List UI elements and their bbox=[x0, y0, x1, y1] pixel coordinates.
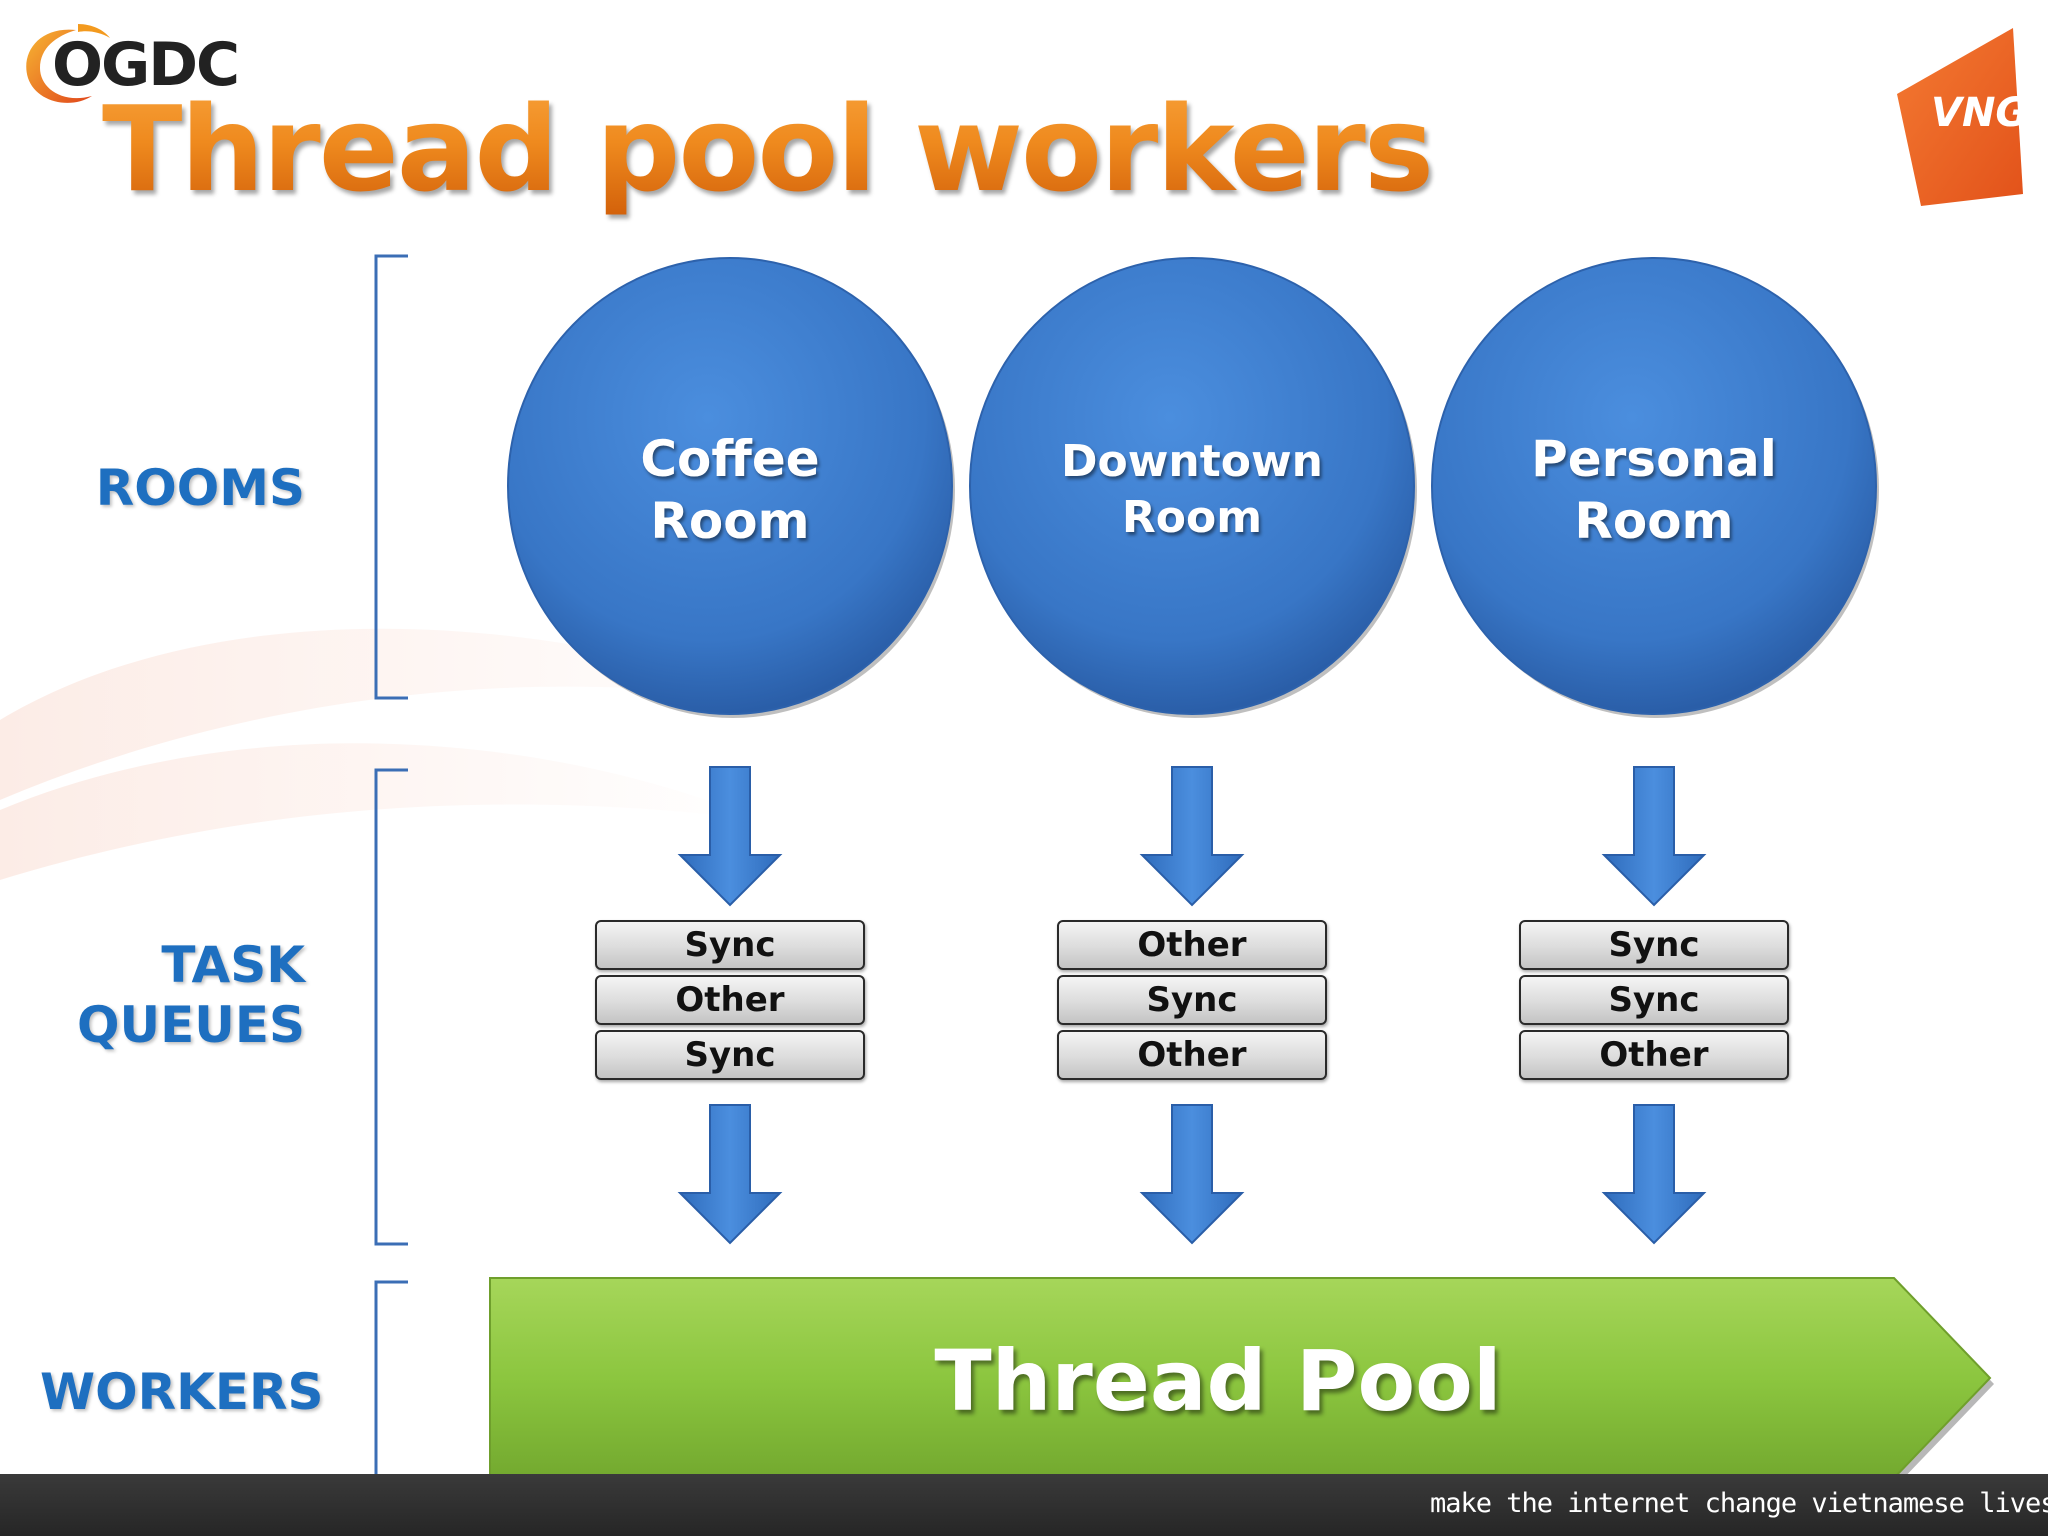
room-column-coffee: Coffee Room Sync Other Sync bbox=[500, 250, 960, 1250]
task-queue: Sync Other Sync bbox=[595, 920, 865, 1085]
task-queues-label-line2: QUEUES bbox=[76, 996, 305, 1054]
down-arrow-icon bbox=[1601, 1104, 1707, 1245]
down-arrow-icon bbox=[1601, 766, 1707, 907]
room-column-personal: Personal Room Sync Sync Other bbox=[1424, 250, 1884, 1250]
vng-logo: VNG bbox=[1895, 18, 2030, 208]
rooms-label: ROOMS bbox=[95, 459, 305, 517]
queue-item: Other bbox=[1057, 1030, 1327, 1080]
queue-item: Other bbox=[1057, 920, 1327, 970]
queue-item: Sync bbox=[1519, 920, 1789, 970]
queue-item: Other bbox=[1519, 1030, 1789, 1080]
room-circle bbox=[507, 257, 955, 718]
slide-title: Thread pool workers bbox=[102, 80, 1434, 218]
task-queues-bracket bbox=[374, 768, 408, 1246]
down-arrow-icon bbox=[677, 1104, 783, 1245]
room-column-downtown: Downtown Room Other Sync Other bbox=[962, 250, 1422, 1250]
room-label: Personal Room bbox=[1424, 428, 1884, 552]
room-label-line1: Downtown bbox=[1061, 436, 1323, 487]
workers-bracket bbox=[374, 1280, 408, 1484]
down-arrow-icon bbox=[1139, 1104, 1245, 1245]
ogdc-logo-text: OGDC bbox=[52, 30, 240, 100]
room-label-line1: Coffee bbox=[640, 430, 820, 488]
room-circle bbox=[969, 257, 1417, 718]
queue-item: Sync bbox=[1057, 975, 1327, 1025]
task-queues-label-line1: TASK bbox=[161, 936, 305, 994]
vng-logo-text: VNG bbox=[1931, 90, 2029, 136]
ogdc-logo: OGDC bbox=[18, 18, 248, 108]
footer-bar: make the internet change vietnamese live… bbox=[0, 1474, 2048, 1536]
vng-flag-icon bbox=[1897, 28, 2023, 206]
queue-item: Sync bbox=[595, 1030, 865, 1080]
brackets bbox=[374, 254, 408, 1484]
queue-item: Other bbox=[595, 975, 865, 1025]
room-label-line1: Personal bbox=[1531, 430, 1777, 488]
ogdc-swirl-icon bbox=[26, 24, 110, 103]
workers-label: WORKERS bbox=[40, 1363, 324, 1421]
task-queue: Other Sync Other bbox=[1057, 920, 1327, 1085]
task-queues-label: TASK QUEUES bbox=[60, 935, 305, 1055]
room-label: Coffee Room bbox=[500, 428, 960, 552]
task-queue: Sync Sync Other bbox=[1519, 920, 1789, 1085]
room-label: Downtown Room bbox=[962, 434, 1422, 546]
room-label-line2: Room bbox=[1574, 492, 1734, 550]
footer-tagline: make the internet change vietnamese live… bbox=[1430, 1488, 2048, 1519]
thread-pool-arrow bbox=[489, 1277, 1994, 1484]
queue-item: Sync bbox=[1519, 975, 1789, 1025]
room-label-line2: Room bbox=[1121, 492, 1263, 543]
rooms-bracket bbox=[374, 254, 408, 700]
room-circle bbox=[1431, 257, 1879, 718]
queue-item: Sync bbox=[595, 920, 865, 970]
down-arrow-icon bbox=[1139, 766, 1245, 907]
down-arrow-icon bbox=[677, 766, 783, 907]
thread-pool-label: Thread Pool bbox=[934, 1332, 1502, 1430]
room-label-line2: Room bbox=[650, 492, 810, 550]
